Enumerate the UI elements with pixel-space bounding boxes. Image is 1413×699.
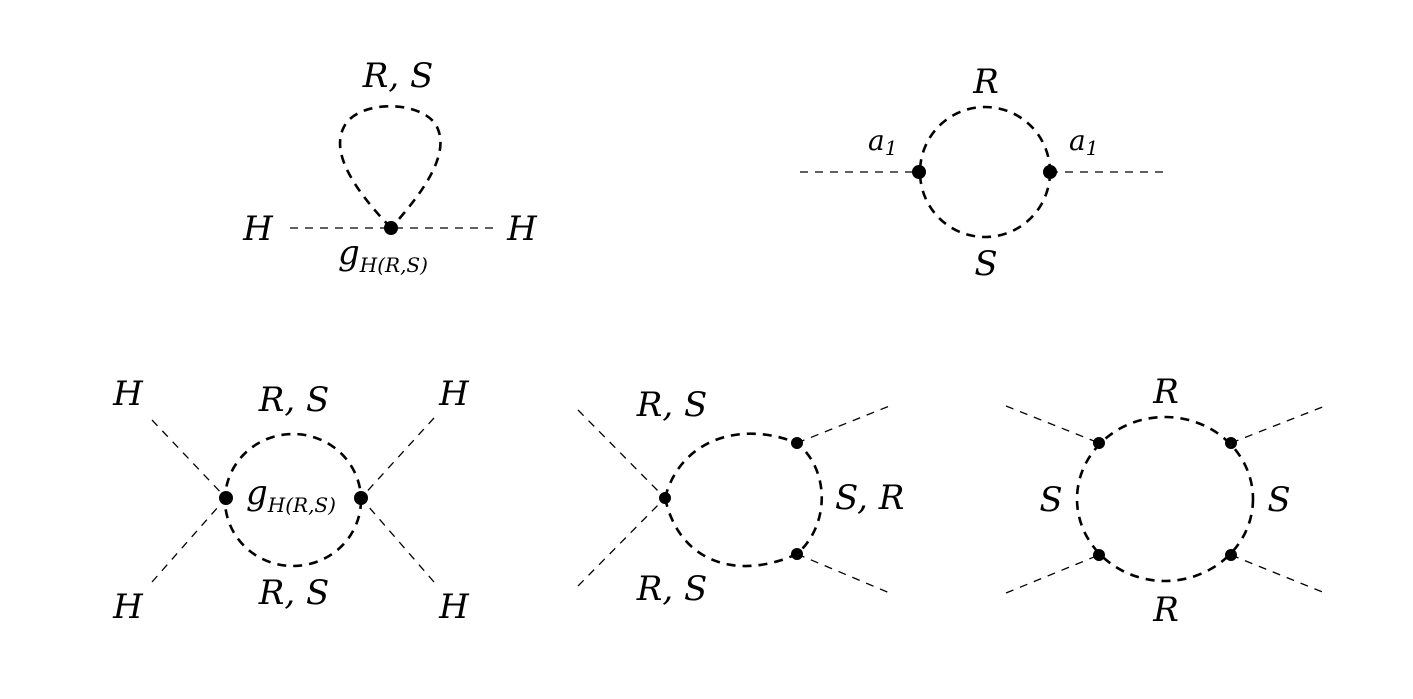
top-propagator-label: R, S <box>258 380 330 420</box>
external-top-left-line <box>1005 405 1100 444</box>
bottom-right-leg-label: H <box>438 587 470 627</box>
external-bottom-left-line <box>577 497 666 587</box>
top-propagator-label: R <box>972 62 999 102</box>
external-top-right-line <box>360 417 435 499</box>
external-bottom-left-line <box>151 497 227 583</box>
top-propagator-label: R, S <box>636 385 708 425</box>
bubble-loop <box>918 105 1052 239</box>
external-top-left-line <box>151 419 227 499</box>
bottom-left-leg-label: H <box>112 587 144 627</box>
right-vertex <box>1043 165 1057 179</box>
top-right-vertex <box>791 437 803 449</box>
box-loop <box>1075 415 1255 583</box>
top-right-vertex <box>1225 437 1237 449</box>
left-vertex <box>912 165 926 179</box>
bottom-propagator-label: R, S <box>258 573 330 613</box>
coupling-label: gH(R,S) <box>246 473 336 517</box>
external-top-right-line <box>1230 405 1326 444</box>
right-vertex-label: a1 <box>1069 124 1098 160</box>
external-top-right-line <box>796 404 893 444</box>
top-left-leg-label: H <box>112 374 144 414</box>
external-bottom-right-line <box>796 553 893 595</box>
bottom-propagator-label: S <box>974 244 997 284</box>
coupling-label: gH(R,S) <box>338 233 428 277</box>
left-vertex <box>659 492 671 504</box>
right-propagator-label: S <box>1267 480 1290 520</box>
bottom-propagator-label: R, S <box>636 569 708 609</box>
loop-label: R, S <box>362 56 434 96</box>
right-vertex <box>354 491 368 505</box>
bottom-right-vertex <box>1225 549 1237 561</box>
scalar-loop <box>338 105 442 230</box>
tadpole-diagram: R, S H H gH(R,S) <box>242 56 538 277</box>
bottom-propagator-label: R <box>1152 590 1179 630</box>
triangle-diagram: R, S R, S S, R <box>577 385 904 609</box>
bubble-mixing-diagram: R S a1 a1 <box>800 62 1170 284</box>
four-point-diagram: H H H H R, S R, S gH(R,S) <box>112 374 470 627</box>
left-vertex-label: a1 <box>868 124 897 160</box>
top-left-vertex <box>1093 437 1105 449</box>
external-top-left-line <box>577 409 666 499</box>
top-propagator-label: R <box>1152 372 1179 412</box>
external-bottom-left-line <box>1005 554 1100 594</box>
box-diagram: R R S S <box>1005 372 1326 630</box>
external-bottom-right-line <box>1230 554 1326 594</box>
bottom-left-vertex <box>1093 549 1105 561</box>
top-right-leg-label: H <box>438 374 470 414</box>
left-leg-label: H <box>242 209 274 249</box>
left-propagator-label: S <box>1039 480 1062 520</box>
external-bottom-right-line <box>360 497 435 583</box>
triangle-loop <box>663 432 824 568</box>
left-vertex <box>219 491 233 505</box>
bottom-right-vertex <box>791 548 803 560</box>
right-propagator-label: S, R <box>835 478 904 518</box>
right-leg-label: H <box>506 209 538 249</box>
quartic-vertex <box>384 221 398 235</box>
